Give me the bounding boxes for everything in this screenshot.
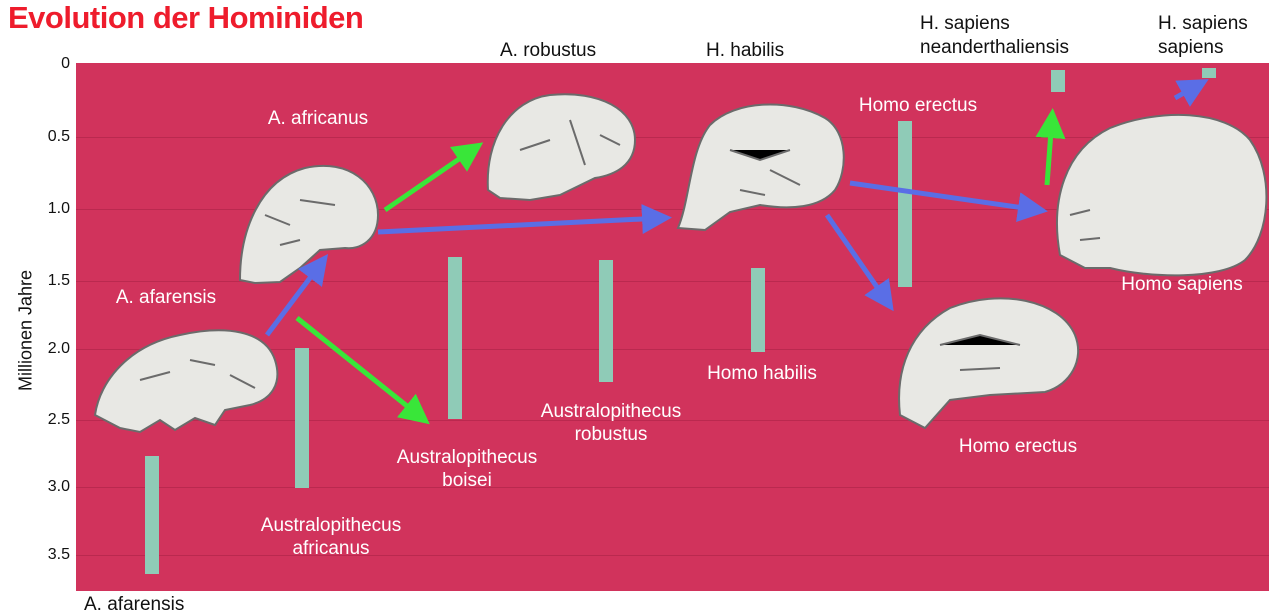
bottom-label-afarensis: A. afarensis (84, 594, 184, 616)
arrow-to-sapiens-sapiens (1175, 84, 1200, 98)
arrow-habilis-to-sapiens (850, 183, 1038, 210)
skull-sapiens-icon (1057, 115, 1266, 275)
arrow-africanus-to-robustus (385, 148, 475, 210)
label-homo-erectus-bottom: Homo erectus (933, 436, 1103, 458)
label-boisei-line1: Australopithecus (362, 447, 572, 469)
label-robustus-line2: robustus (506, 424, 716, 446)
arrow-habilis-to-erectus (827, 215, 888, 303)
label-homo-habilis: Homo habilis (682, 363, 842, 385)
label-robustus-line1: Australopithecus (506, 401, 716, 423)
skull-erectus-icon (899, 298, 1078, 428)
label-africanus-line2: africanus (226, 538, 436, 560)
label-boisei-line2: boisei (362, 470, 572, 492)
skull-africanus-icon (240, 166, 378, 283)
arrow-afarensis-to-boisei (297, 318, 422, 418)
skull-robustus-icon (488, 94, 635, 200)
label-homo-sapiens: Homo sapiens (1092, 274, 1272, 296)
label-a-africanus: A. africanus (248, 108, 388, 130)
skull-habilis-icon (678, 104, 844, 230)
label-a-afarensis: A. afarensis (96, 287, 236, 309)
skull-afarensis-icon (95, 330, 277, 432)
arrow-africanus-to-habilis (378, 218, 662, 232)
label-africanus-line1: Australopithecus (226, 515, 436, 537)
label-homo-erectus-top: Homo erectus (833, 95, 1003, 117)
arrow-to-neanderthaliensis (1047, 118, 1052, 185)
